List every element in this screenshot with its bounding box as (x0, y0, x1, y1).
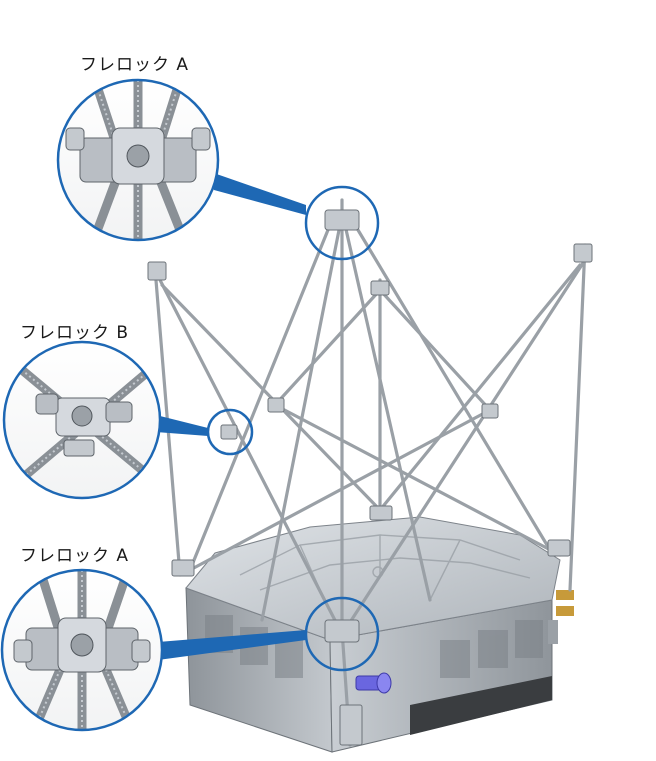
zoom-detail-lock-a-top (56, 78, 220, 242)
drain-pipe (355, 672, 392, 694)
frame-brackets (147, 209, 593, 746)
callout-ring-top (304, 185, 380, 261)
pipe-fittings (548, 590, 574, 644)
air-conditioner-unit (185, 516, 574, 753)
callout-label-lock-a-bottom: フレロック A (20, 546, 130, 566)
callout-label-lock-b: フレロック B (20, 323, 130, 343)
zoom-detail-lock-b (2, 340, 162, 500)
callout-connectors (156, 170, 306, 660)
zoom-detail-lock-a-bottom (0, 568, 164, 732)
callout-label-lock-a-top: フレロック A (80, 55, 190, 75)
